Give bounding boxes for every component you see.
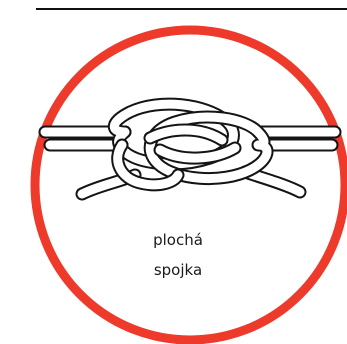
- knot-name-line1: plochá: [128, 230, 228, 250]
- knot-name-line2: spojka: [128, 260, 228, 280]
